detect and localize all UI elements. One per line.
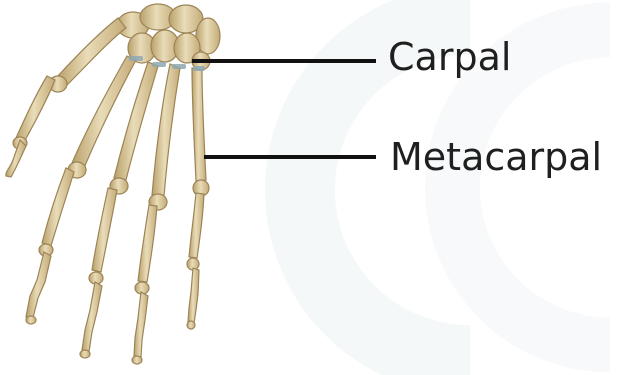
carpal-label: Carpal xyxy=(388,38,511,76)
hand-bones xyxy=(6,4,220,364)
metacarpal-label: Metacarpal xyxy=(390,138,602,176)
little-finger-bones xyxy=(187,68,209,329)
